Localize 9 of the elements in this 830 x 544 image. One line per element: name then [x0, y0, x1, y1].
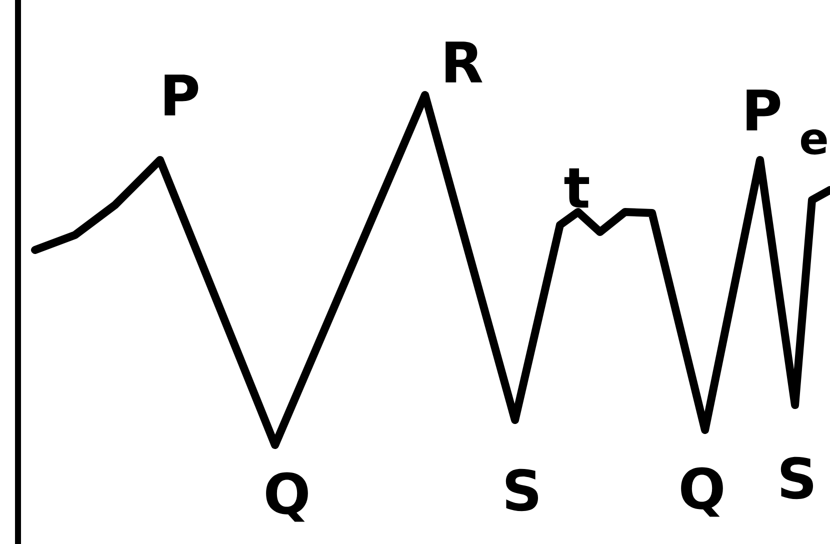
wave-label: t — [564, 168, 590, 208]
wave-label: Q — [266, 472, 308, 522]
wave-label: S — [780, 456, 813, 500]
wave-label: Q — [681, 467, 723, 517]
wave-label: R — [446, 42, 482, 82]
wave-label: P — [746, 90, 780, 130]
wave-label: P — [164, 74, 198, 116]
wave-label: S — [506, 468, 538, 512]
wave-label: e — [801, 129, 827, 155]
